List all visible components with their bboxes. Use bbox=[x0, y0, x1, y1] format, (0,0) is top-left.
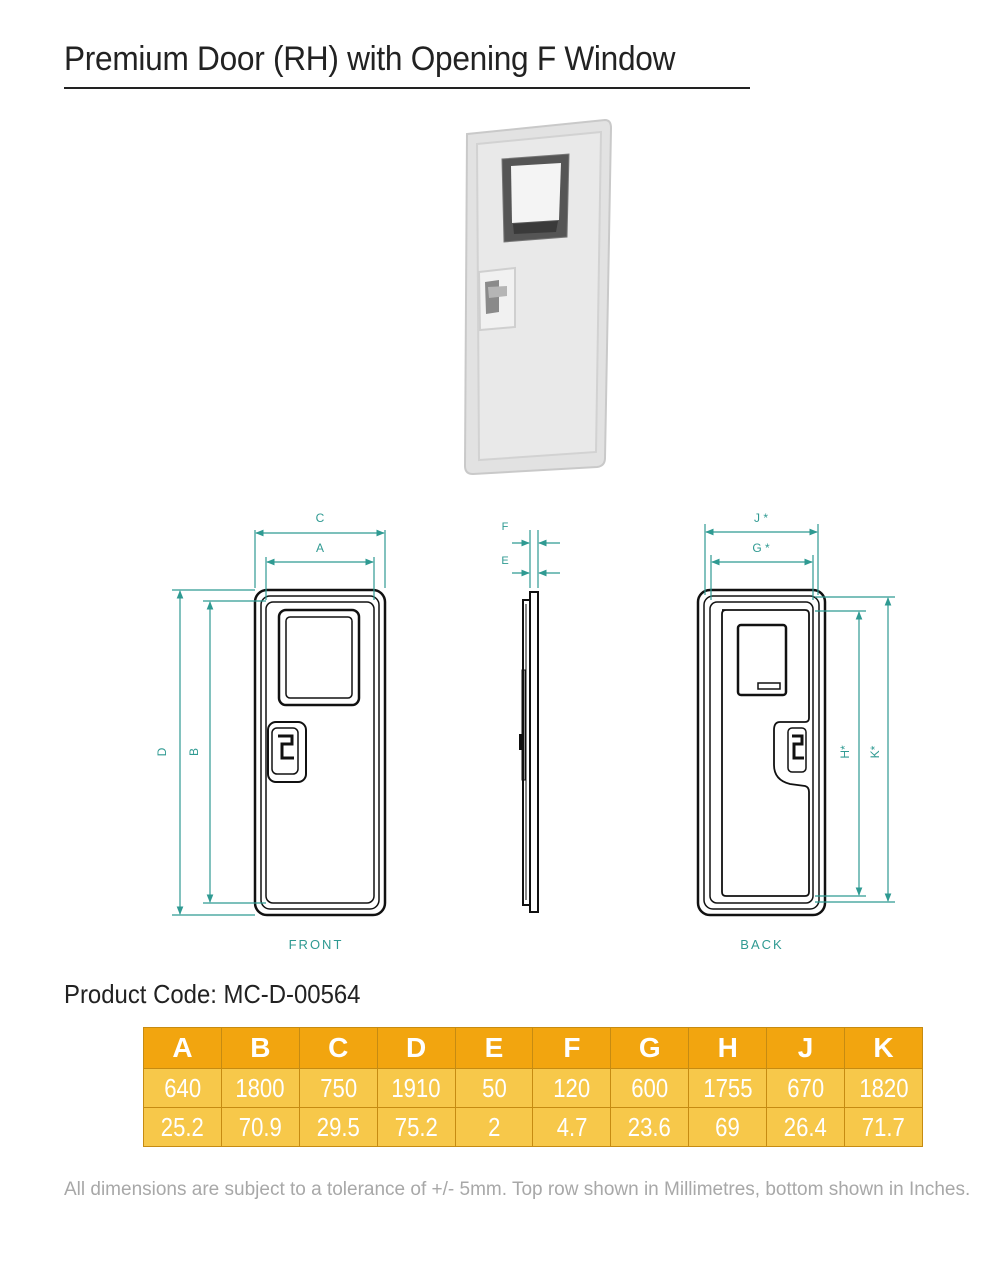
table-row-millimetres: 640 1800 750 1910 50 120 600 1755 670 18… bbox=[143, 1068, 923, 1108]
table-row-inches: 25.2 70.9 29.5 75.2 2 4.7 23.6 69 26.4 7… bbox=[143, 1107, 923, 1147]
dim-label-f: F bbox=[502, 521, 509, 533]
dim-label-j: J * bbox=[754, 511, 768, 525]
table-header: D bbox=[376, 1027, 456, 1069]
table-cell: 1820 bbox=[858, 1072, 909, 1103]
table-cell: 2 bbox=[487, 1111, 501, 1142]
table-cell: 120 bbox=[553, 1072, 591, 1103]
back-view bbox=[696, 588, 827, 917]
table-cell: 600 bbox=[631, 1072, 669, 1103]
dim-label-c: C bbox=[316, 511, 325, 525]
table-cell: 23.6 bbox=[628, 1111, 672, 1142]
technical-drawings: C A D B FRONT F E bbox=[155, 511, 895, 952]
table-cell: 69 bbox=[715, 1111, 740, 1142]
table-cell: 75.2 bbox=[394, 1111, 438, 1142]
table-cell: 1800 bbox=[235, 1072, 285, 1103]
table-header: E bbox=[454, 1027, 534, 1069]
table-cell: 640 bbox=[164, 1072, 201, 1103]
table-cell: 1755 bbox=[703, 1072, 753, 1103]
table-header: A bbox=[143, 1027, 222, 1069]
dim-label-h: H* bbox=[838, 745, 852, 759]
table-cell: 25.2 bbox=[160, 1111, 204, 1142]
dim-label-k: K* bbox=[868, 745, 882, 758]
table-header: J bbox=[766, 1027, 846, 1069]
back-dimensions bbox=[704, 524, 895, 903]
table-cell: 71.7 bbox=[861, 1111, 906, 1142]
table-header: F bbox=[532, 1027, 612, 1069]
table-cell: 70.9 bbox=[238, 1111, 282, 1142]
front-view bbox=[253, 588, 387, 917]
table-cell: 750 bbox=[319, 1072, 357, 1103]
page-title: Premium Door (RH) with Opening F Window bbox=[64, 40, 676, 78]
table-cell: 26.4 bbox=[784, 1111, 828, 1142]
dim-label-d: D bbox=[155, 747, 169, 756]
dim-label-e: E bbox=[501, 555, 508, 567]
side-dimensions bbox=[512, 530, 560, 588]
side-view bbox=[519, 591, 539, 913]
front-label: FRONT bbox=[289, 937, 344, 952]
table-header: H bbox=[688, 1027, 768, 1069]
table-header: K bbox=[844, 1027, 923, 1069]
dimensions-table: A B C D E F G H J K 640 1800 750 1910 50… bbox=[143, 1027, 923, 1147]
table-header: C bbox=[298, 1027, 378, 1069]
front-dimensions bbox=[172, 529, 386, 916]
back-label: BACK bbox=[740, 937, 783, 952]
product-code: Product Code: MC-D-00564 bbox=[64, 979, 361, 1009]
table-cell: 1910 bbox=[391, 1072, 441, 1103]
table-cell: 4.7 bbox=[556, 1111, 588, 1142]
table-cell: 50 bbox=[481, 1072, 507, 1103]
door-product-image bbox=[463, 118, 613, 476]
tolerance-note: All dimensions are subject to a toleranc… bbox=[64, 1179, 971, 1200]
table-header: B bbox=[220, 1027, 300, 1069]
table-header-row: A B C D E F G H J K bbox=[143, 1027, 923, 1069]
dim-label-g: G * bbox=[752, 541, 770, 555]
title-underline bbox=[64, 87, 750, 89]
dim-label-b: B bbox=[187, 748, 201, 756]
table-cell: 29.5 bbox=[316, 1111, 360, 1142]
dim-label-a: A bbox=[316, 541, 324, 555]
table-cell: 670 bbox=[787, 1072, 825, 1103]
table-header: G bbox=[610, 1027, 690, 1069]
